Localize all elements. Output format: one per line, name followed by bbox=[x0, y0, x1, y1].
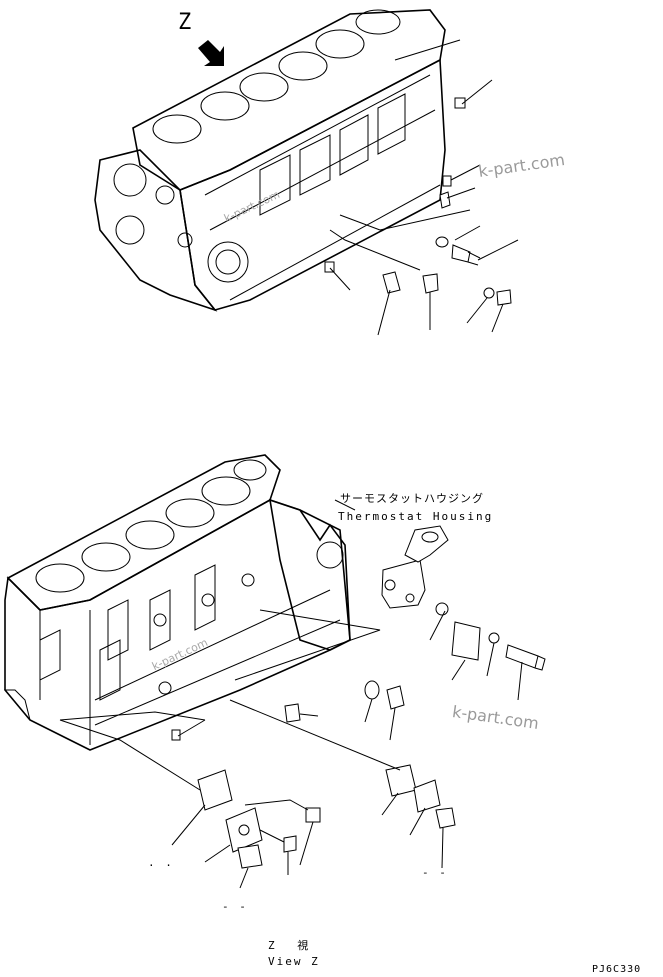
view-caption-en: View Z bbox=[268, 955, 320, 968]
bottom-view-parts-left bbox=[171, 703, 321, 869]
top-view-parts bbox=[324, 97, 512, 306]
view-direction-arrow-icon bbox=[198, 40, 224, 66]
drawing-code: PJ6C330 bbox=[592, 964, 642, 975]
dash-left-label: - - bbox=[222, 900, 248, 913]
dot-mark-label: . . bbox=[148, 856, 174, 869]
top-engine-block bbox=[94, 9, 446, 312]
thermostat-housing-label-en: Thermostat Housing bbox=[338, 510, 494, 523]
bottom-view-parts-right bbox=[364, 602, 546, 829]
dash-right-label: - - bbox=[422, 866, 448, 879]
top-view-leaders bbox=[329, 39, 519, 336]
thermostat-housing-label-jp: サーモスタットハウジング bbox=[340, 492, 484, 505]
view-caption-jp: Z 視 bbox=[268, 939, 317, 952]
view-letter-label: Z bbox=[178, 10, 192, 35]
bottom-view-leaders bbox=[59, 499, 523, 889]
thermostat-housing-part bbox=[381, 525, 449, 609]
bottom-cylinder-bores bbox=[35, 459, 267, 593]
top-cylinder-bores bbox=[152, 9, 401, 144]
